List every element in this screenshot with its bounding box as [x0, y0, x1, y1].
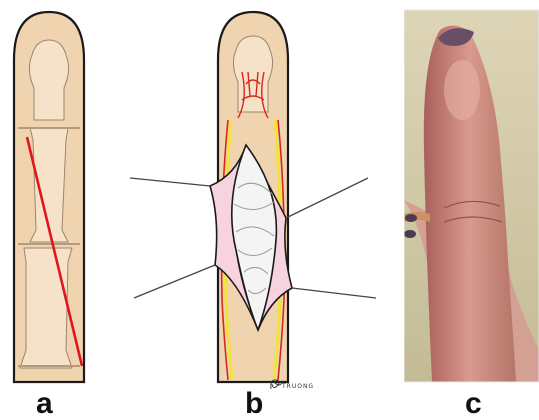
retractor-lower-left — [134, 265, 215, 298]
panel-label-c: c — [465, 388, 482, 420]
distal-phalanx-bone — [29, 40, 68, 120]
panel-c-finger-photo — [404, 0, 539, 385]
retractor-lower-right — [292, 288, 376, 298]
panel-label-a: a — [36, 388, 53, 420]
swelling-highlight — [444, 60, 480, 120]
adjacent-fingernail-1 — [405, 214, 417, 222]
panel-a-finger-diagram — [0, 0, 110, 385]
retractor-upper-left — [130, 178, 210, 186]
adjacent-fingernail-2 — [404, 230, 416, 238]
distal-phalanx-bone-b — [233, 36, 272, 112]
panel-label-b: b — [245, 388, 263, 420]
retractor-upper-right — [286, 178, 368, 218]
proximal-phalanx-bone — [20, 248, 72, 368]
panel-b-exploration-diagram — [120, 0, 400, 385]
artist-signature: TRUONG — [282, 383, 314, 390]
